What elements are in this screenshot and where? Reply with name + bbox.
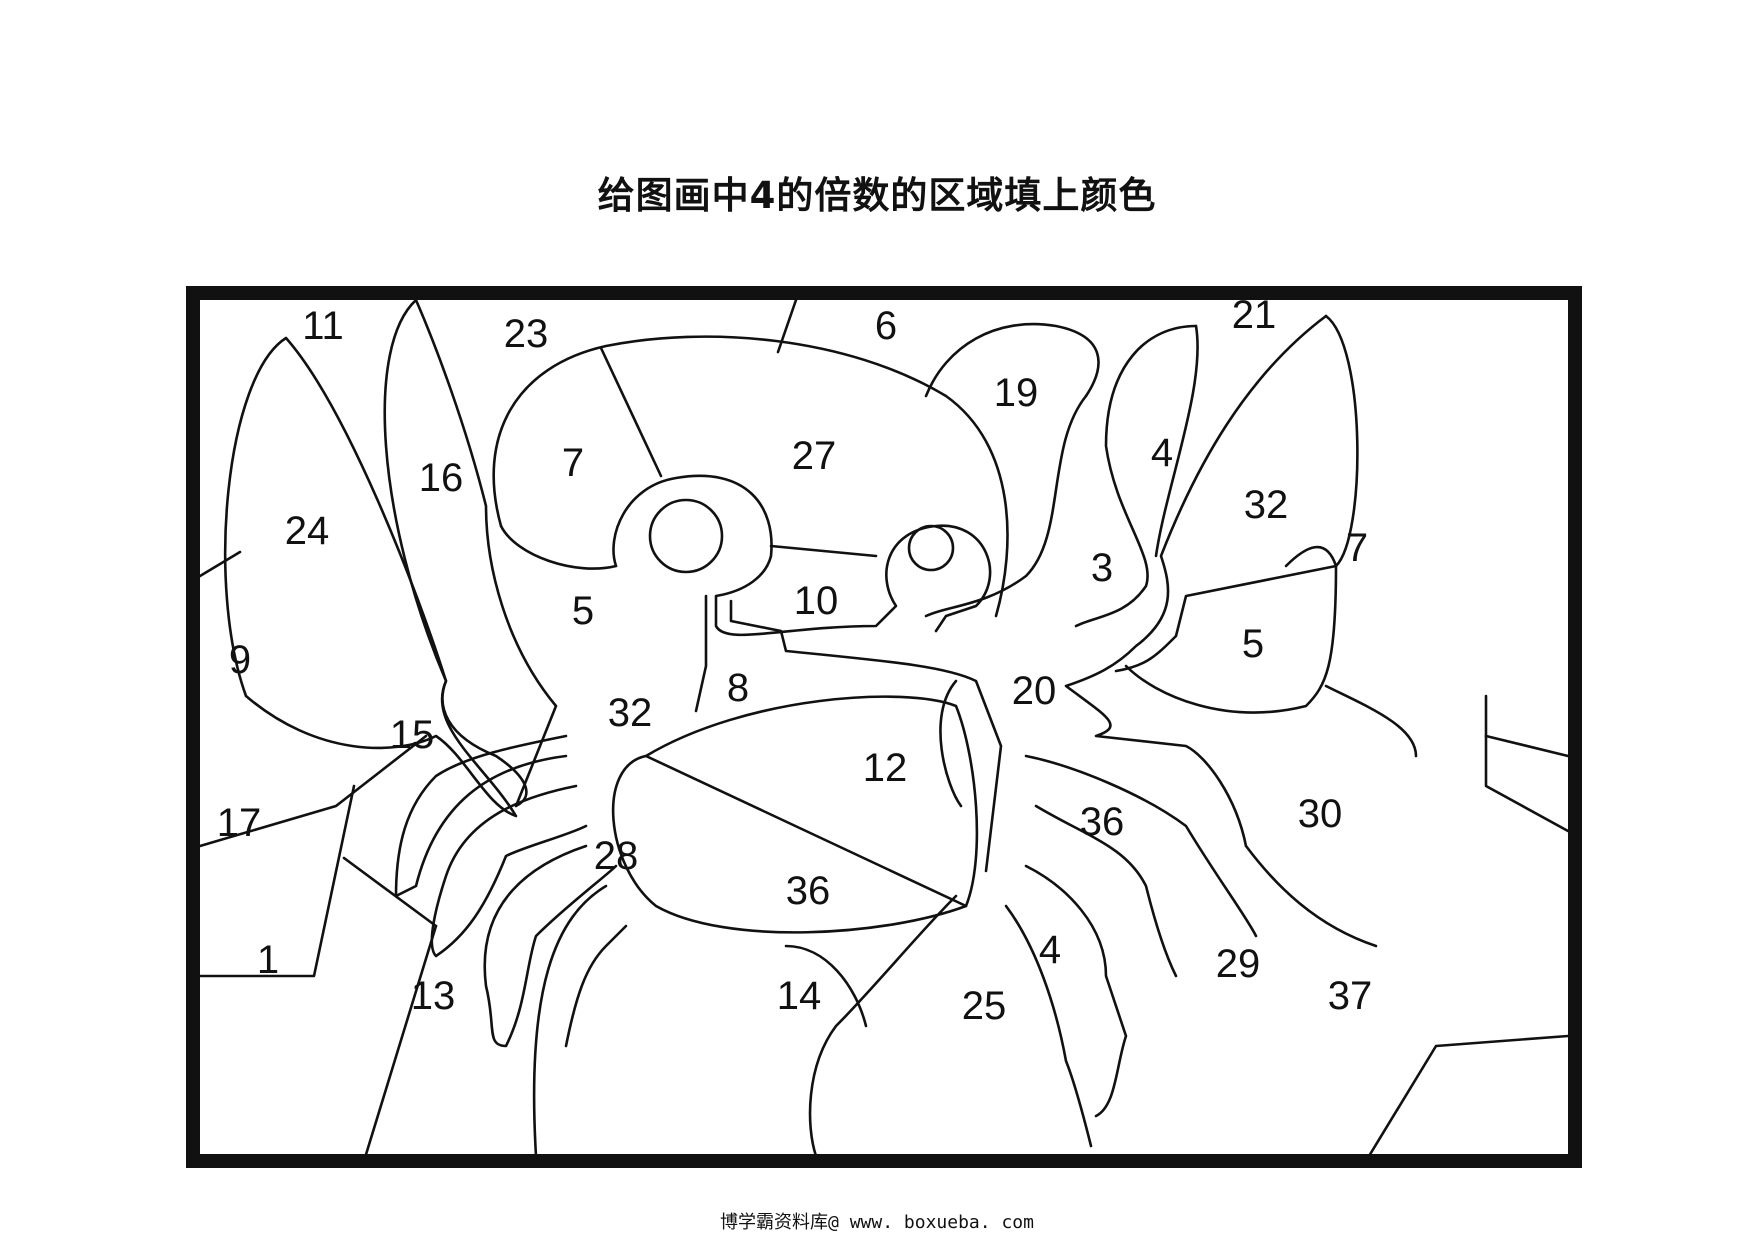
region-label: 23 [504, 312, 549, 356]
region-label: 14 [777, 974, 822, 1018]
region-label: 19 [994, 371, 1039, 415]
region-label: 15 [390, 713, 435, 757]
region-label: 5 [1242, 622, 1264, 666]
region-label: 6 [875, 304, 897, 348]
region-label: 37 [1328, 974, 1373, 1018]
footer-site: @ www. boxueba. com [828, 1212, 1034, 1233]
footer: 博学霸资料库@ www. boxueba. com [0, 1208, 1754, 1234]
region-label: 17 [217, 801, 262, 845]
region-label: 32 [608, 691, 653, 735]
region-label: 8 [727, 666, 749, 710]
region-label: 16 [419, 456, 464, 500]
region-label: 11 [302, 304, 344, 348]
region-label: 1 [257, 938, 279, 982]
footer-owner: 博学霸资料库 [720, 1212, 829, 1233]
region-label: 9 [229, 638, 251, 682]
region-label: 4 [1039, 928, 1061, 972]
region-label: 7 [562, 441, 584, 485]
page-title: 给图画中4的倍数的区域填上颜色 [597, 174, 1157, 217]
region-label: 4 [1151, 431, 1173, 475]
region-label: 24 [285, 509, 330, 553]
region-label: 5 [572, 589, 594, 633]
region-label: 7 [1346, 526, 1368, 570]
region-labels: 11 23 6 19 21 7 27 4 16 24 32 7 3 5 10 5… [217, 293, 1373, 1028]
region-label: 25 [962, 984, 1007, 1028]
region-label: 13 [411, 974, 456, 1018]
crab-outline [198, 298, 1570, 1163]
region-label: 20 [1012, 669, 1057, 713]
crab-coloring-svg: 11 23 6 19 21 7 27 4 16 24 32 7 3 5 10 5… [186, 286, 1582, 1168]
region-label: 12 [863, 746, 908, 790]
coloring-picture: 11 23 6 19 21 7 27 4 16 24 32 7 3 5 10 5… [186, 286, 1582, 1168]
region-label: 10 [794, 579, 839, 623]
region-label: 3 [1091, 546, 1113, 590]
region-label: 32 [1244, 483, 1289, 527]
region-label: 30 [1298, 792, 1343, 836]
region-label: 21 [1232, 293, 1277, 337]
region-label: 36 [1080, 800, 1125, 844]
picture-border [186, 286, 1582, 1168]
region-label: 27 [792, 434, 837, 478]
region-label: 29 [1216, 942, 1261, 986]
region-label: 36 [786, 869, 831, 913]
region-label: 28 [594, 834, 639, 878]
